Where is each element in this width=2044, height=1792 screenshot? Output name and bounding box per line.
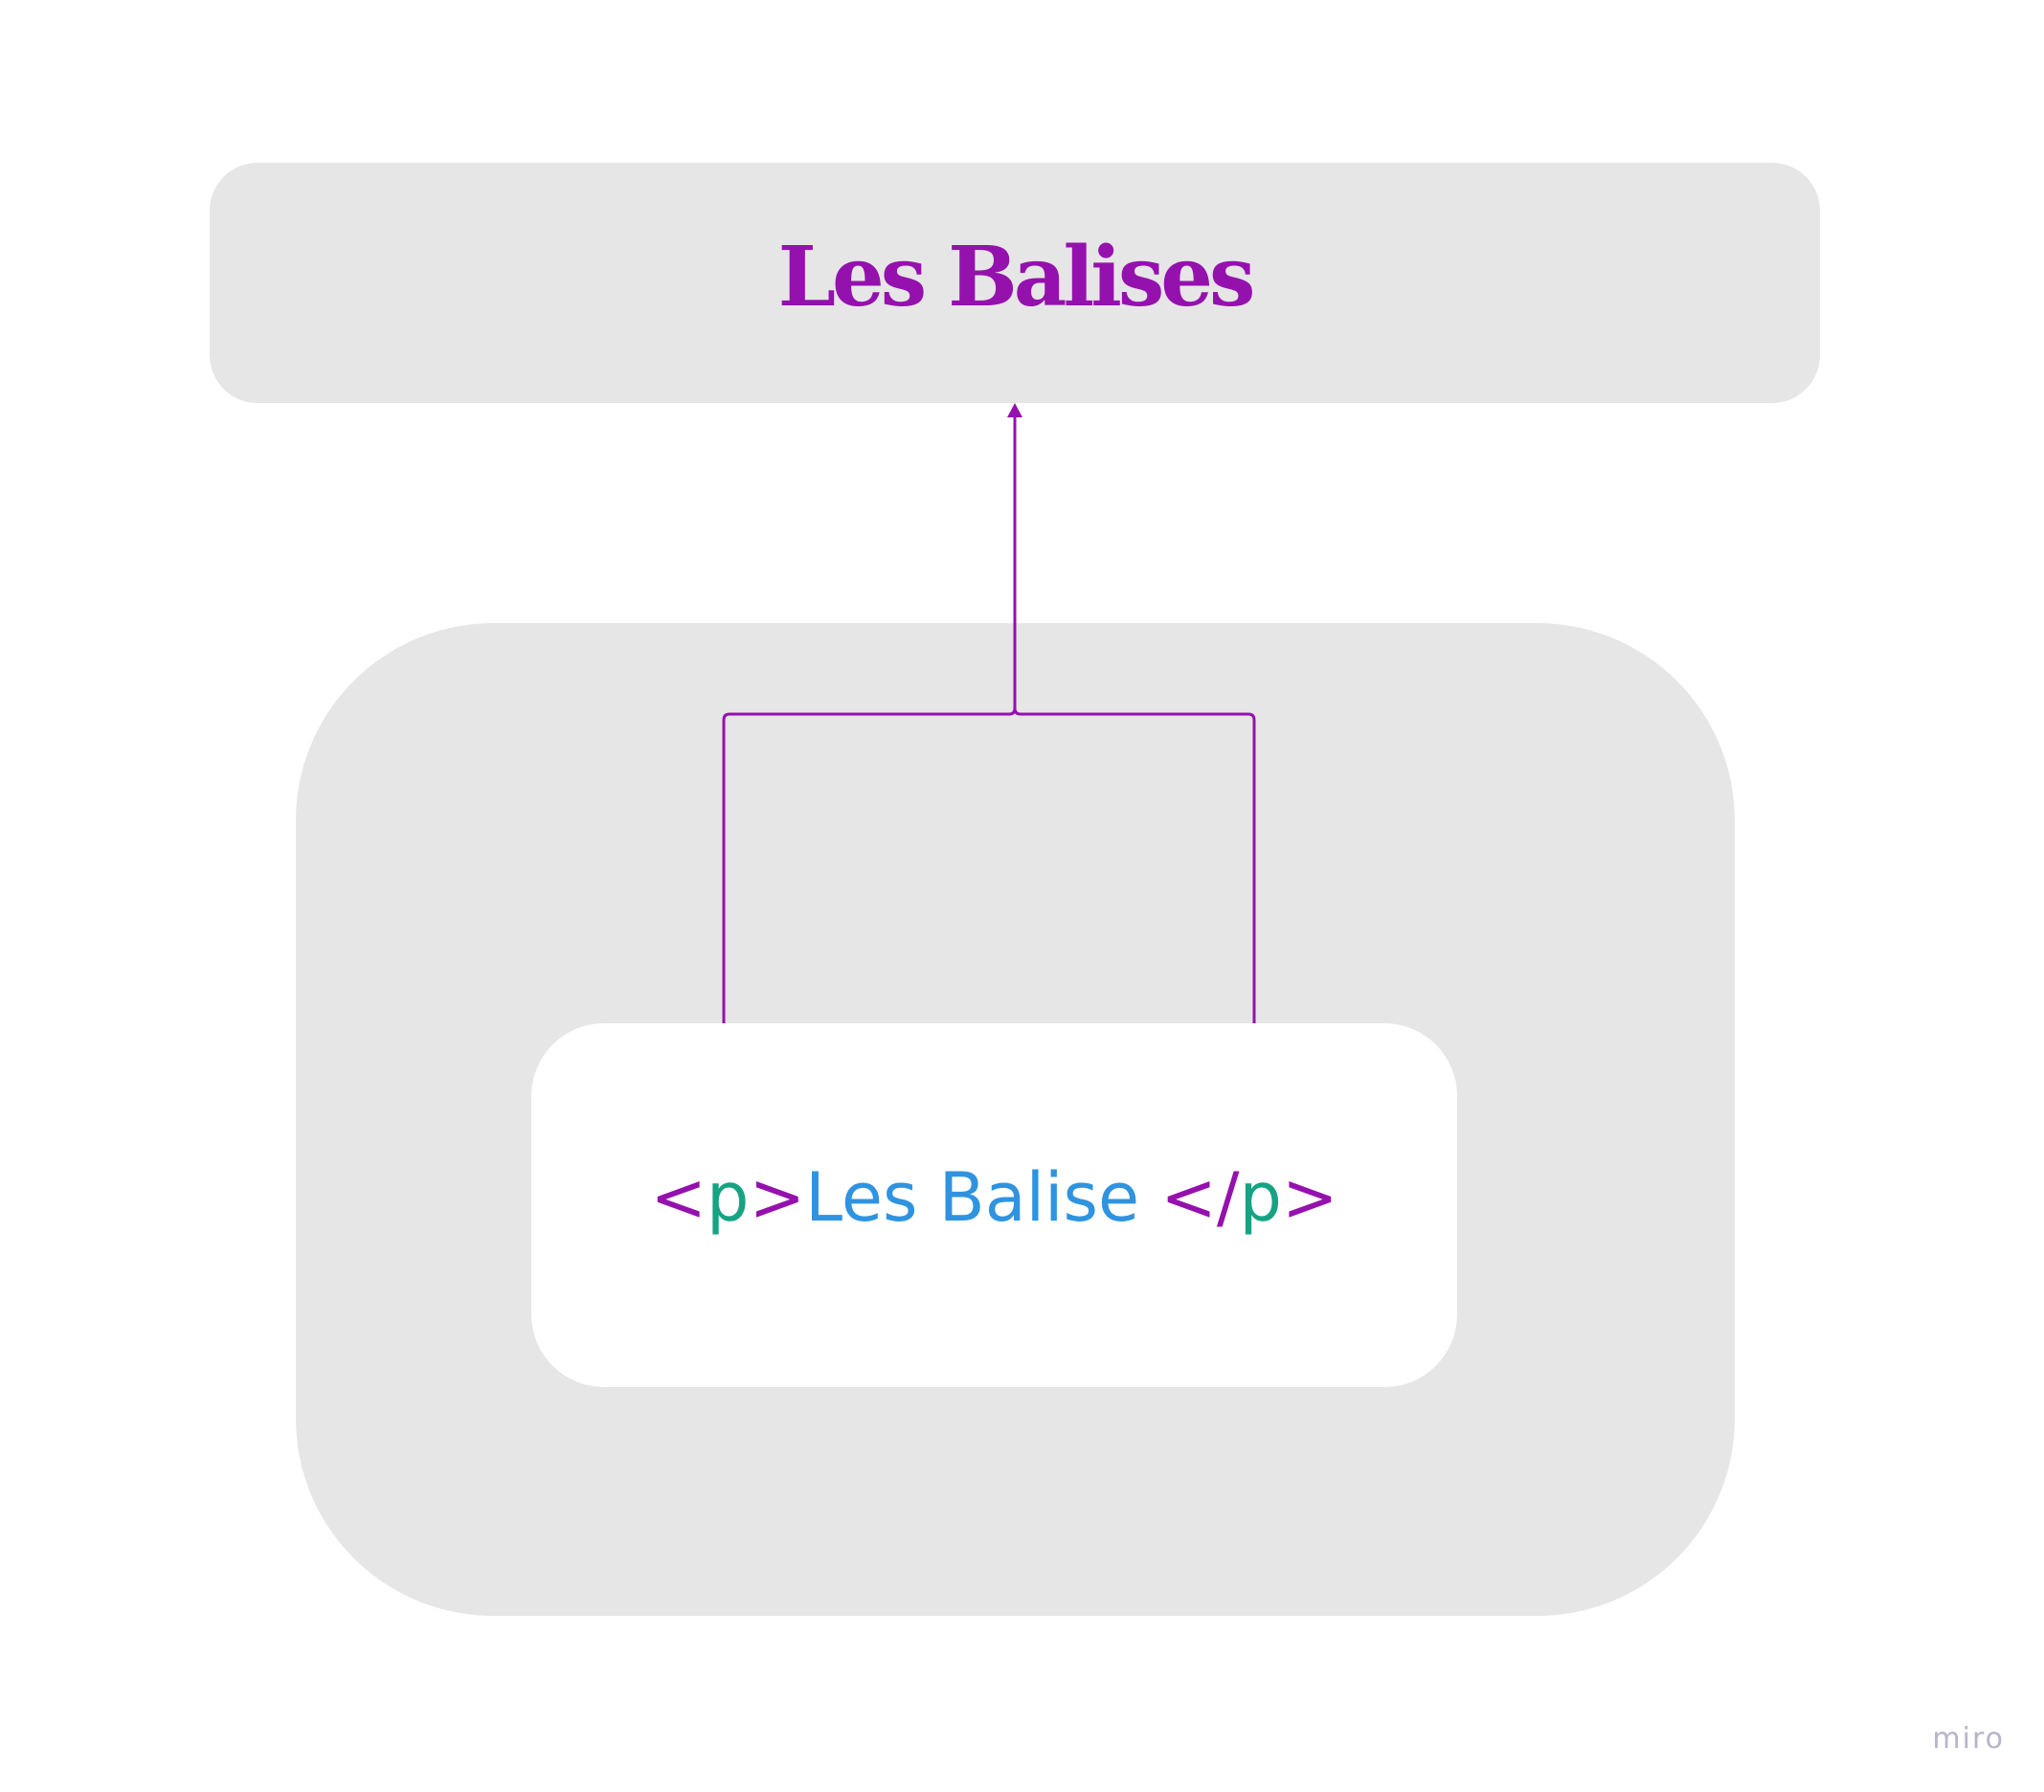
tag-content: Les Balise xyxy=(805,1158,1161,1237)
close-bracket: </ xyxy=(1160,1158,1240,1237)
miro-watermark: miro xyxy=(1932,1722,2005,1756)
arrow-up-icon xyxy=(1007,403,1022,417)
close-tag-name: p xyxy=(1239,1158,1282,1237)
title-box: Les Balises xyxy=(210,163,1820,403)
open-bracket: < xyxy=(650,1158,708,1237)
code-box: <p>Les Balise </p> xyxy=(531,1023,1457,1387)
close-bracket-end: > xyxy=(1281,1158,1338,1237)
code-line: <p>Les Balise </p> xyxy=(650,1164,1337,1231)
diagram-title: Les Balises xyxy=(777,228,1256,325)
open-tag-name: p xyxy=(707,1158,750,1237)
open-bracket-end: > xyxy=(749,1158,806,1237)
